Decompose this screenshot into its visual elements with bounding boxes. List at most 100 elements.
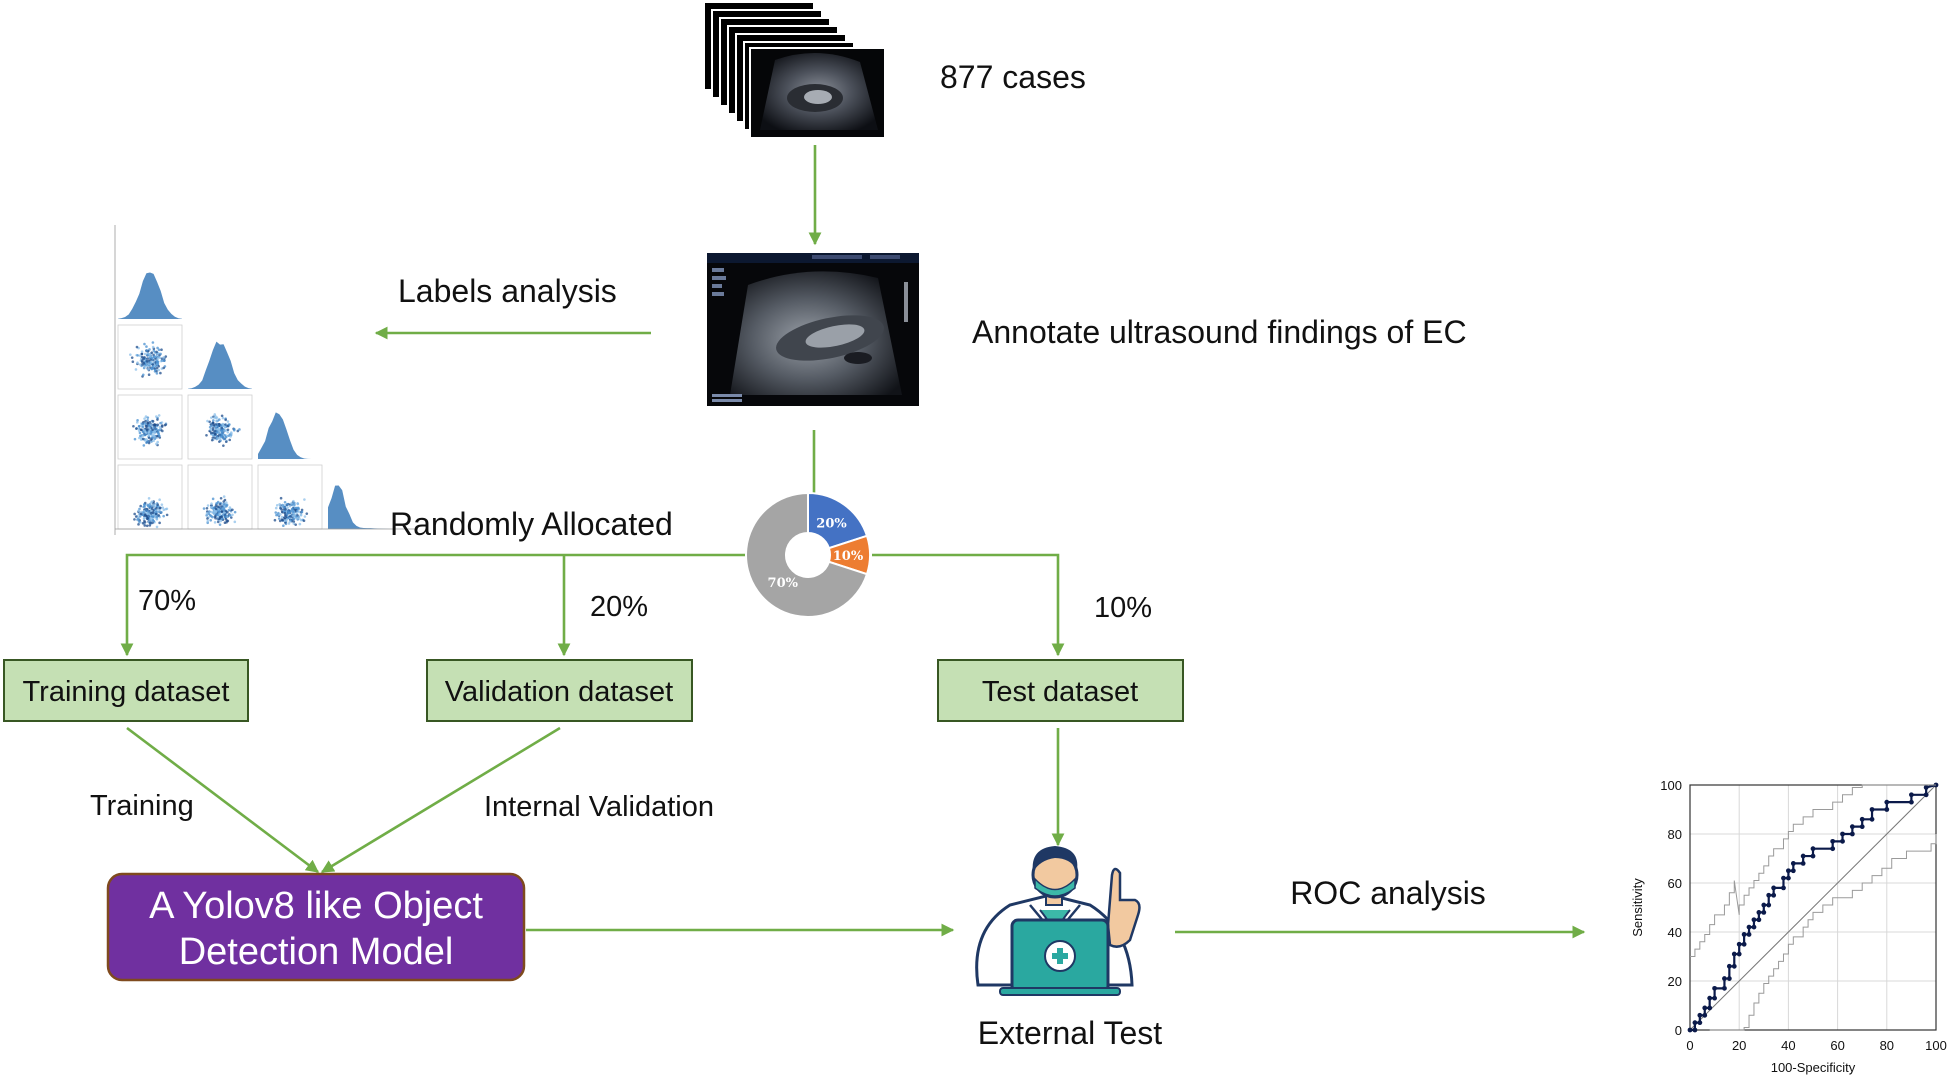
correlogram-point — [164, 355, 168, 358]
correlogram-point — [155, 510, 158, 513]
correlogram-point — [137, 429, 141, 432]
correlogram-point — [146, 516, 150, 520]
correlogram-point — [162, 514, 165, 518]
correlogram-cell — [187, 394, 253, 460]
roc-point — [1707, 1005, 1713, 1011]
correlogram-point — [205, 434, 208, 437]
internal-validation-label: Internal Validation — [484, 791, 714, 823]
correlogram-point — [153, 364, 156, 367]
correlogram-point — [219, 519, 223, 523]
roc-point — [1781, 875, 1786, 881]
correlogram-point — [141, 373, 145, 377]
roc-point — [1884, 807, 1890, 812]
correlogram-point — [152, 349, 156, 352]
correlogram-point — [157, 514, 160, 517]
roc-x-axis-label: 100-Specificity — [1771, 1060, 1856, 1075]
correlogram-point — [140, 352, 144, 356]
correlogram-point — [221, 513, 225, 516]
roc-point — [1840, 838, 1845, 844]
annotate-label: Annotate ultrasound findings of EC — [972, 314, 1467, 350]
correlogram-point — [146, 418, 149, 422]
correlogram-point — [213, 416, 216, 419]
correlogram-point — [210, 505, 214, 509]
correlogram-point — [147, 424, 151, 428]
correlogram-point — [281, 503, 284, 507]
correlogram-point — [211, 426, 215, 430]
correlogram-histogram — [118, 272, 182, 319]
arrow-to-test — [872, 553, 1065, 657]
roc-point — [1766, 902, 1772, 908]
correlogram-point — [220, 414, 224, 418]
correlogram-point — [141, 434, 145, 438]
correlogram-point — [134, 515, 138, 518]
correlogram-point — [141, 437, 145, 441]
correlogram-point — [138, 431, 142, 435]
correlogram-point — [212, 423, 216, 427]
correlogram-point — [146, 439, 150, 443]
roc-point — [1722, 976, 1727, 981]
correlogram-point — [277, 517, 281, 520]
roc-point — [1771, 892, 1777, 898]
correlogram-point — [156, 360, 159, 364]
correlogram-point — [141, 521, 145, 525]
correlogram-point — [131, 360, 135, 363]
correlogram-point — [288, 504, 292, 508]
correlogram-point — [153, 429, 157, 433]
correlogram-point — [132, 424, 135, 428]
roc-point — [1756, 917, 1762, 923]
correlogram-point — [149, 438, 153, 441]
roc-point — [1746, 924, 1752, 930]
correlogram-point — [206, 517, 209, 520]
correlogram-point — [210, 502, 213, 505]
correlogram-point — [135, 345, 139, 349]
correlogram-point — [153, 368, 157, 372]
correlogram-point — [156, 357, 159, 361]
test-dataset-label: Test dataset — [982, 676, 1138, 708]
correlogram-point — [142, 361, 146, 365]
correlogram-point — [286, 502, 289, 506]
roc-y-tick: 0 — [1675, 1023, 1682, 1038]
roc-point — [1800, 853, 1806, 859]
allocation-pie-chart: 20%10%70% — [745, 491, 871, 618]
labels-analysis-label: Labels analysis — [398, 273, 617, 309]
correlogram-point — [223, 429, 226, 433]
model-box: A Yolov8 like Object Detection Model — [106, 872, 526, 982]
correlogram-point — [150, 512, 153, 515]
correlogram-point — [134, 368, 138, 371]
correlogram-point — [275, 503, 279, 507]
correlogram-point — [233, 510, 237, 514]
correlogram-point — [278, 519, 282, 523]
roc-y-tick: 80 — [1668, 827, 1682, 842]
correlogram-point — [287, 510, 290, 513]
roc-point — [1786, 868, 1791, 874]
correlogram-point — [294, 506, 298, 510]
training-edge-label: Training — [90, 790, 194, 822]
correlogram-point — [296, 502, 300, 506]
roc-point — [1830, 846, 1836, 852]
roc-point — [1726, 963, 1732, 969]
validation-dataset-label: Validation dataset — [445, 676, 673, 708]
correlogram-point — [139, 428, 143, 432]
correlogram-point — [286, 506, 289, 510]
correlogram-point — [209, 431, 213, 435]
correlogram-point — [155, 350, 158, 354]
correlogram-point — [206, 419, 209, 423]
correlogram-point — [295, 511, 299, 515]
correlogram-point — [222, 444, 225, 447]
ultrasound-annotated-image — [707, 253, 919, 406]
correlogram-point — [220, 426, 223, 430]
roc-x-tick: 20 — [1732, 1038, 1746, 1053]
correlogram-point — [226, 430, 230, 434]
correlogram-point — [160, 348, 163, 352]
correlogram-point — [151, 341, 155, 344]
correlogram-point — [218, 513, 222, 516]
correlogram-point — [142, 357, 145, 361]
correlogram-cell — [117, 394, 183, 460]
correlogram-point — [214, 423, 218, 426]
correlogram-point — [229, 435, 232, 438]
correlogram-point — [149, 517, 153, 521]
correlogram-point — [149, 432, 152, 435]
correlogram-point — [224, 501, 228, 504]
roc-point — [1731, 951, 1737, 957]
